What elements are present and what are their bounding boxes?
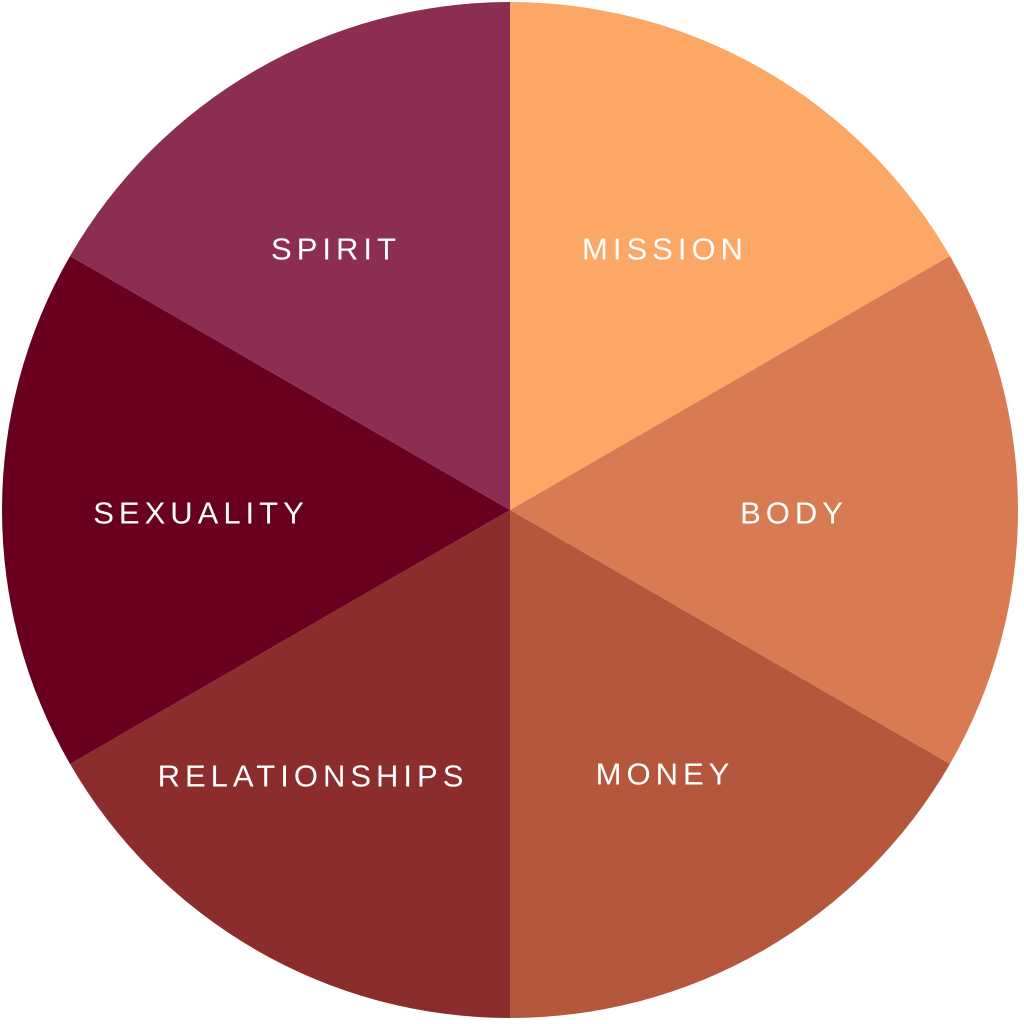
segment-label-body: BODY	[740, 496, 848, 531]
segment-label-spirit: SPIRIT	[271, 232, 401, 267]
wheel-segment-sexuality	[2, 256, 510, 764]
wheel-segment-money	[510, 510, 950, 1018]
wheel-segment-relationships	[70, 510, 510, 1018]
wheel-segment-spirit	[70, 2, 510, 510]
segment-label-mission: MISSION	[582, 232, 748, 267]
segment-label-sexuality: SEXUALITY	[93, 496, 309, 531]
wheel-segment-mission	[510, 2, 950, 510]
wheel-segment-body	[510, 256, 1018, 764]
wheel-labels: MISSION BODY MONEY RELATIONSHIPS SEXUALI…	[93, 232, 848, 794]
segment-label-relationships: RELATIONSHIPS	[158, 759, 469, 794]
segment-label-money: MONEY	[596, 757, 735, 792]
